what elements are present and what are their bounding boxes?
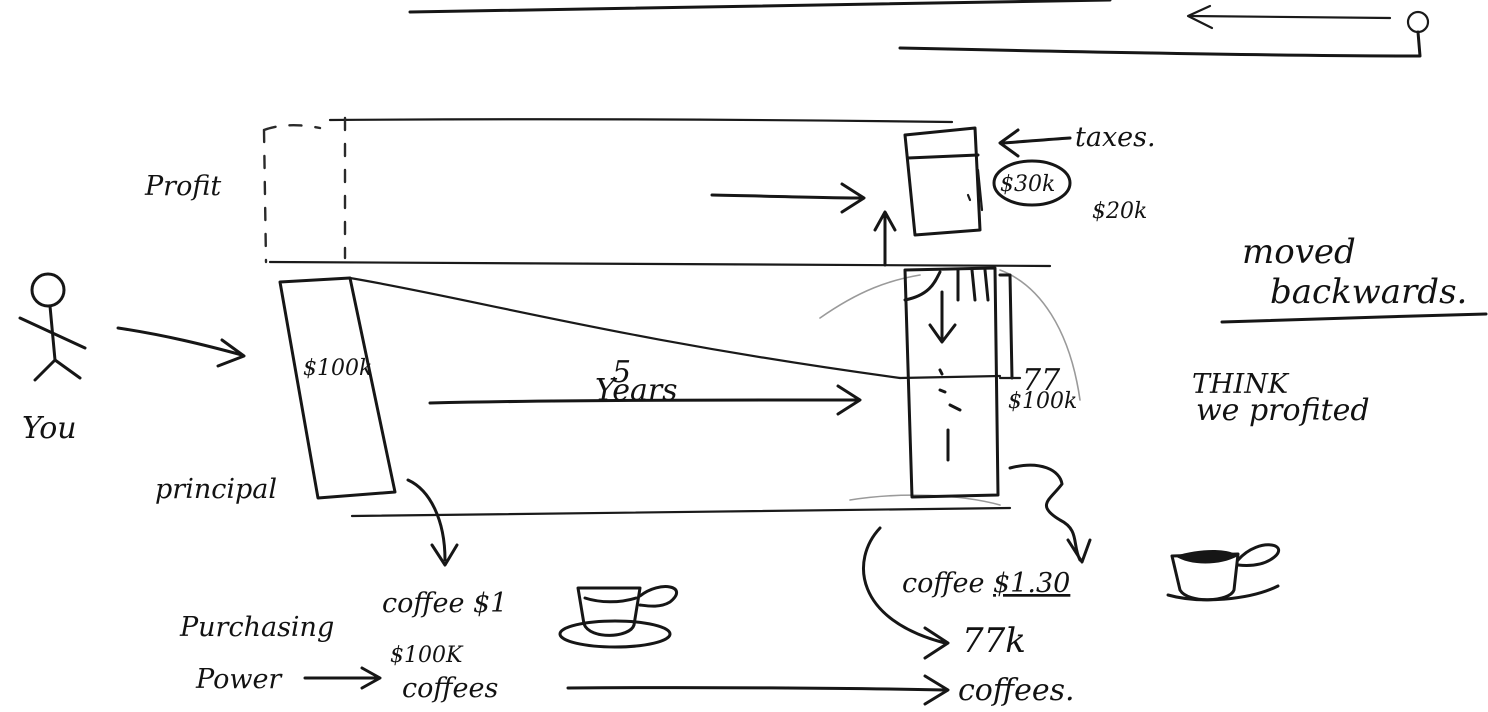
band-line-bottom xyxy=(350,506,1012,518)
profit-arrowhead xyxy=(840,182,866,214)
you-arrowhead xyxy=(216,338,246,368)
curved-to-77k-arrow xyxy=(862,526,950,660)
tax-box-line xyxy=(906,153,980,160)
coffee-cup-icon xyxy=(558,585,678,649)
seventy-seven-k-label: 77k xyxy=(962,621,1026,661)
we-profited-label: we profited xyxy=(1196,393,1370,428)
loss-squiggle xyxy=(1008,463,1092,564)
top-right-arrowhead xyxy=(1186,4,1214,30)
years-arrowhead xyxy=(836,384,862,416)
profit-label: Profit xyxy=(144,171,221,202)
start-amount-label: $100k xyxy=(303,356,372,381)
profit-dashed-box xyxy=(262,116,347,264)
coffee-right-label: coffee $1.30 xyxy=(902,568,1070,599)
coffees-left-label: coffees xyxy=(402,673,498,704)
thirty-k-label: $30k xyxy=(1000,172,1055,197)
coffee-left-label: coffee $1 xyxy=(382,588,507,619)
tax-box-inner xyxy=(966,168,984,212)
top-line xyxy=(408,0,1112,14)
slope-line xyxy=(348,276,902,380)
backwards-label: backwards. xyxy=(1270,272,1467,312)
moved-underline xyxy=(1220,312,1488,324)
top-right-lower-line xyxy=(898,30,1422,58)
profit-arrow xyxy=(710,193,864,200)
principal-box xyxy=(278,276,397,500)
purchasing-label: Purchasing xyxy=(179,612,334,643)
coffees-arrow xyxy=(566,674,950,706)
thirty-k-circle xyxy=(992,159,1072,207)
stick-figure-icon xyxy=(18,272,87,382)
purchasing-arrow xyxy=(303,666,382,690)
band-line-middle xyxy=(268,260,1052,268)
moved-label: moved xyxy=(1242,232,1356,272)
result-box xyxy=(903,266,1000,499)
principal-to-coffee-arrow xyxy=(406,478,459,567)
duration-unit-label: Years xyxy=(595,373,678,408)
top-right-circle xyxy=(1406,10,1430,34)
faint-arc-left xyxy=(819,274,921,319)
top-right-arrow-line xyxy=(1188,14,1392,20)
coffee-cup-icon xyxy=(1166,543,1280,602)
power-label: Power xyxy=(195,664,283,695)
principal-label: principal xyxy=(155,474,277,505)
duration-number-label: 5 xyxy=(612,355,631,390)
result-box-tabs xyxy=(903,268,990,302)
hundred-k-coffees-label: $100K xyxy=(390,643,464,668)
result-dots xyxy=(938,368,962,462)
taxes-arrowhead xyxy=(998,128,1020,158)
you-arrow xyxy=(116,326,244,357)
result-up-arrow xyxy=(873,210,897,267)
think-label: THINK xyxy=(1192,369,1290,400)
taxes-arrow xyxy=(1000,136,1072,145)
seventy-seven-line xyxy=(898,374,1002,380)
band-line-top xyxy=(328,118,954,124)
twenty-k-label: $20k xyxy=(1092,199,1147,224)
coffees-right-label: coffees. xyxy=(958,673,1075,708)
result-bracket xyxy=(998,273,1014,380)
coffee-right-prefix: coffee xyxy=(902,568,993,599)
years-arrow xyxy=(428,398,860,405)
hundred-k-right-label: $100k xyxy=(1008,389,1077,414)
result-inner-arrow xyxy=(928,290,957,344)
tax-box xyxy=(903,126,982,237)
seventy-seven-label: 77 xyxy=(1022,363,1061,398)
you-label: You xyxy=(22,411,77,446)
faint-arc-right xyxy=(999,269,1081,401)
taxes-label: taxes. xyxy=(1075,122,1156,153)
coffee-right-price: $1.30 xyxy=(993,568,1070,599)
